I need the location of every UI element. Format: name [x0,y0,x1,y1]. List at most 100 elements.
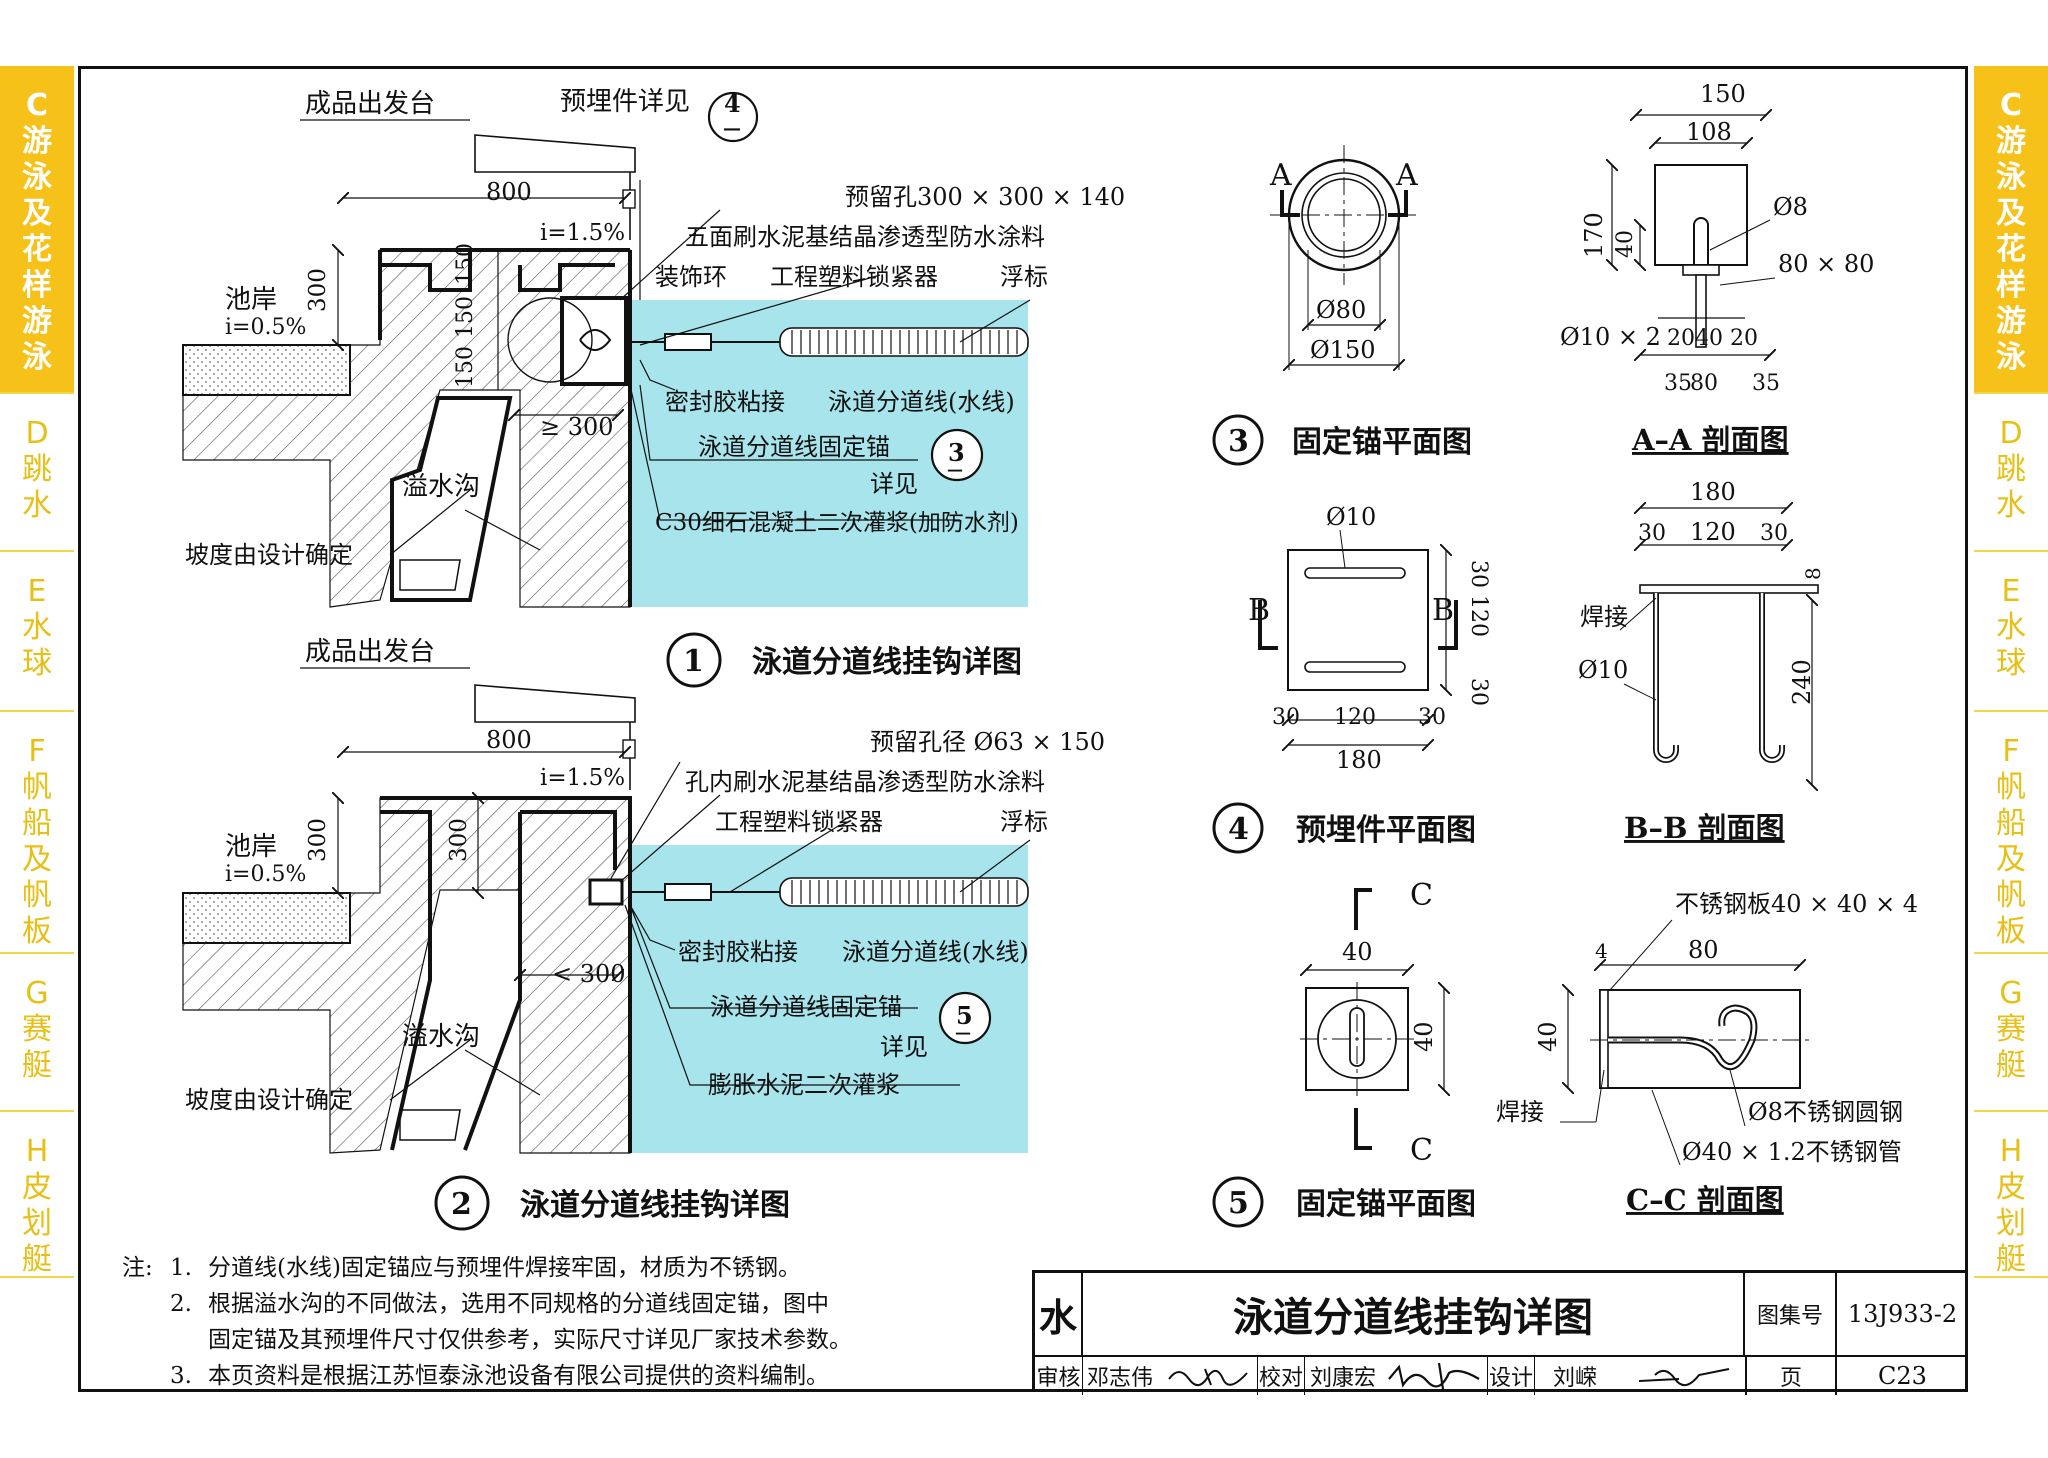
svg-text:180: 180 [1690,478,1736,506]
svg-text:泳道分道线固定锚: 泳道分道线固定锚 [710,993,902,1021]
side-tab-char: 泳 [22,160,52,195]
svg-text:浮标: 浮标 [1000,808,1048,836]
drawing-frame [78,66,1968,1392]
side-tab-char: 皮 [22,1170,52,1205]
svg-text:170: 170 [1580,212,1608,258]
sheet-title: 泳道分道线挂钩详图 [1083,1273,1745,1355]
svg-text:300: 300 [446,818,472,862]
svg-text:35: 35 [1752,371,1780,396]
svg-text:i=1.5%: i=1.5% [540,220,625,246]
svg-text:预埋件详见: 预埋件详见 [560,87,690,117]
side-tab-char: 艇 [1996,1048,2026,1083]
side-tab-char: 划 [1996,1206,2026,1241]
side-tab-char: 帆 [22,770,52,805]
svg-text:泳道分道线(水线): 泳道分道线(水线) [842,938,1029,966]
svg-text:300: 300 [305,818,331,862]
side-tab-char: 泳 [22,340,52,375]
svg-text:Ø8: Ø8 [1773,193,1808,221]
svg-text:工程塑料锁紧器: 工程塑料锁紧器 [770,263,938,291]
side-tab-char: 花 [22,232,52,267]
svg-text:30: 30 [1418,705,1446,730]
svg-text:详见: 详见 [880,1033,928,1061]
check-label: 校对 [1257,1357,1305,1395]
side-tab-code: E [27,574,47,609]
review-label: 审核 [1035,1357,1083,1395]
note-1: 分道线(水线)固定锚应与预埋件焊接牢固，材质为不锈钢。 [208,1255,801,1281]
svg-text:120: 120 [1334,705,1376,730]
svg-text:溢水沟: 溢水沟 [402,472,480,502]
svg-text:30: 30 [1466,560,1491,588]
svg-text:i=1.5%: i=1.5% [540,765,625,791]
side-tab-char: 帆 [22,878,52,913]
side-tab-char: 游 [22,124,52,159]
side-tab-code: D [25,416,49,451]
svg-text:成品出发台: 成品出发台 [305,89,435,119]
svg-text:30: 30 [1760,521,1788,546]
side-tab-char: 赛 [22,1012,52,1047]
side-tab-char: 船 [22,806,52,841]
svg-text:A–A 剖面图: A–A 剖面图 [1631,423,1789,457]
svg-text:五面刷水泥基结晶渗透型防水涂料: 五面刷水泥基结晶渗透型防水涂料 [685,223,1045,251]
svg-text:C–C 剖面图: C–C 剖面图 [1626,1183,1784,1217]
svg-text:80: 80 [1690,371,1718,396]
detail-4: B B Ø10 30 120 30 30 120 30 180 4 预埋件平面图 [1212,503,1491,854]
side-tab-char: 艇 [22,1048,52,1083]
side-tab-char: 水 [22,488,52,523]
side-tab-char: 及 [22,842,52,877]
side-tab-code: H [25,1134,49,1169]
svg-text:预埋件平面图: 预埋件平面图 [1296,813,1476,848]
svg-text:30: 30 [1466,678,1491,706]
page-number: C23 [1878,1362,1927,1390]
side-tab-char: 游 [22,304,52,339]
side-tab-char: 样 [22,268,52,303]
side-tab-code: C [25,88,49,123]
svg-text:≥ 300: ≥ 300 [540,413,614,441]
svg-text:80 × 80: 80 × 80 [1778,250,1874,278]
notes: 注:1.分道线(水线)固定锚应与预埋件焊接牢固，材质为不锈钢。 2.根据溢水沟的… [122,1250,852,1394]
svg-text:池岸: 池岸 [225,285,277,315]
svg-text:预留孔300 × 300 × 140: 预留孔300 × 300 × 140 [845,183,1125,211]
svg-text:4: 4 [1228,812,1249,847]
svg-text:i=0.5%: i=0.5% [225,862,306,887]
svg-text:240: 240 [1788,659,1816,705]
svg-text:C30细石混凝土二次灌浆(加防水剂): C30细石混凝土二次灌浆(加防水剂) [655,510,1019,536]
svg-text:工程塑料锁紧器: 工程塑料锁紧器 [715,808,883,836]
svg-text:4: 4 [1595,939,1608,963]
svg-text:20: 20 [1730,326,1758,351]
svg-text:80: 80 [1688,936,1719,964]
detail-1-caption: 泳道分道线挂钩详图 [752,645,1022,680]
side-tab-char: 跳 [22,452,52,487]
svg-text:5: 5 [1228,1186,1249,1221]
reviewer-name: 邓志伟 [1086,1366,1153,1391]
svg-text:成品出发台: 成品出发台 [305,637,435,667]
side-tab-char: 球 [1996,646,2026,681]
side-tab-char: 及 [1996,196,2026,231]
side-tab-char: 花 [1996,232,2026,267]
svg-text:35: 35 [1664,371,1692,396]
svg-text:3: 3 [948,438,965,467]
side-tab-char: 皮 [1996,1170,2026,1205]
svg-text:泳道分道线(水线): 泳道分道线(水线) [828,388,1015,416]
svg-text:池岸: 池岸 [225,832,277,862]
detail-2-caption: 泳道分道线挂钩详图 [520,1188,790,1223]
svg-text:30: 30 [1638,521,1666,546]
svg-text:40: 40 [1695,326,1723,351]
svg-text:Ø80: Ø80 [1316,296,1366,324]
svg-text:150: 150 [453,296,478,338]
svg-text:C: C [1410,1133,1433,1168]
svg-text:焊接: 焊接 [1580,603,1628,631]
side-tab-char: 划 [22,1206,52,1241]
